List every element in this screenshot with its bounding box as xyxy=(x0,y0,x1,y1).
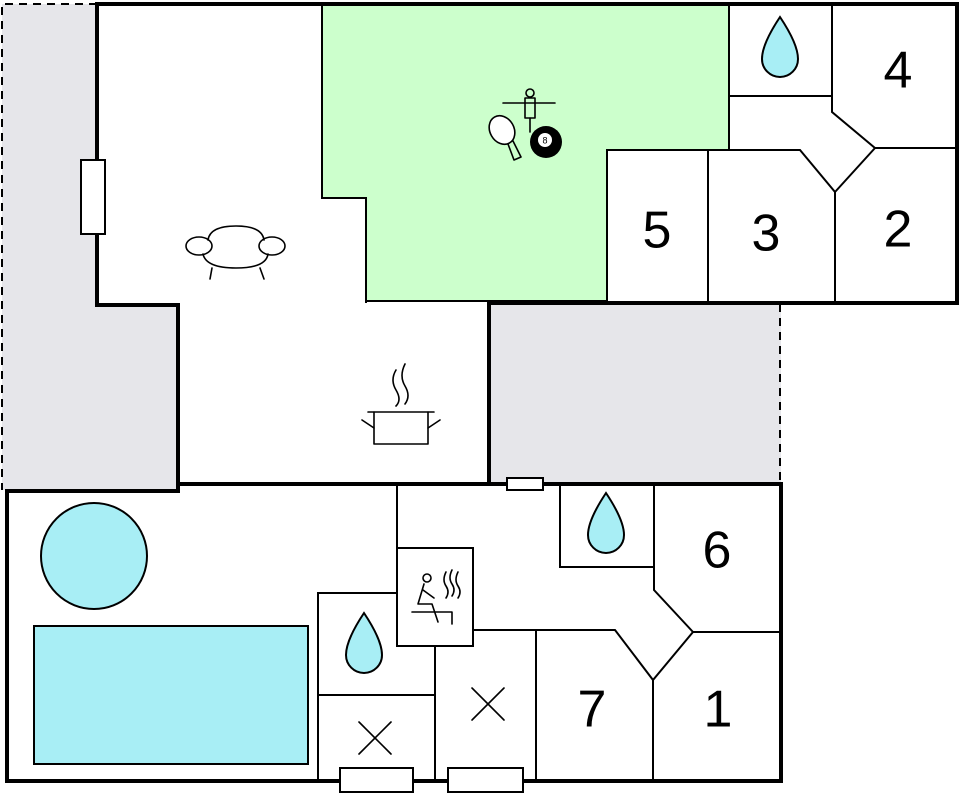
window-toilet-south xyxy=(447,767,524,793)
table-games-icon: 8 xyxy=(488,88,562,161)
upper-interior-walls xyxy=(321,5,957,303)
water-drop-icon xyxy=(760,15,800,78)
terrace-west xyxy=(2,4,178,490)
window-lower-center xyxy=(506,477,544,491)
lower-interior-walls xyxy=(317,484,781,781)
room-number-2: 2 xyxy=(884,201,913,259)
hot-tub xyxy=(40,502,148,610)
cooking-pot-icon xyxy=(361,363,441,445)
water-drop-icon xyxy=(344,611,384,674)
terrace-west-edge xyxy=(1,3,97,490)
cross-icon xyxy=(358,721,392,755)
window-west xyxy=(80,159,106,235)
room-number-7: 7 xyxy=(578,681,607,739)
sauna-icon xyxy=(411,569,461,625)
swimming-pool xyxy=(33,625,309,765)
lower-outer-wall xyxy=(5,482,783,783)
billiard-ball-label: 8 xyxy=(542,135,547,145)
sofa-icon xyxy=(185,225,286,280)
room-number-3: 3 xyxy=(752,205,781,263)
room-number-6: 6 xyxy=(703,522,732,580)
room-number-5: 5 xyxy=(643,202,672,260)
window-bath-south xyxy=(339,767,414,793)
room-number-1: 1 xyxy=(704,681,733,739)
cross-icon xyxy=(471,687,505,721)
game-room xyxy=(322,5,729,301)
water-drop-icon xyxy=(586,491,626,554)
terrace-center xyxy=(489,304,781,482)
room-number-4: 4 xyxy=(884,42,913,100)
